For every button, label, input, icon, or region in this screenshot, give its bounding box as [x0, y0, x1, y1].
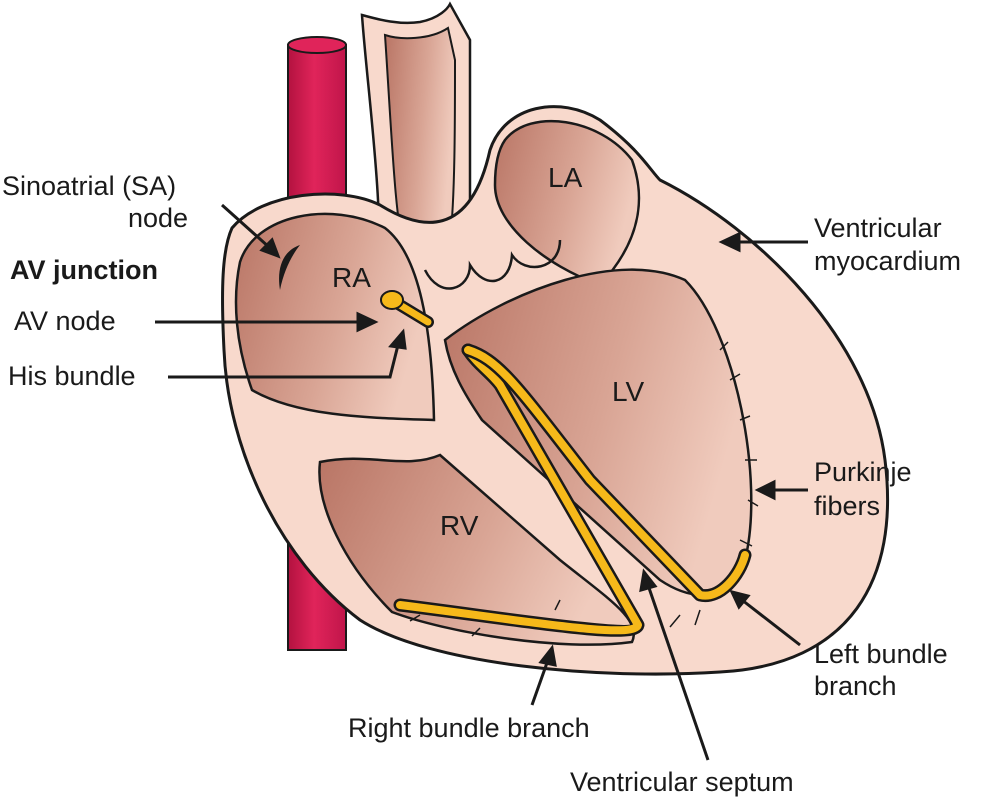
label-ra: RA	[332, 262, 371, 293]
label-right-bundle-branch: Right bundle branch	[348, 713, 590, 743]
label-purkinje-line2: fibers	[814, 491, 881, 521]
label-left-bundle-line2: branch	[814, 671, 897, 701]
label-his-bundle: His bundle	[8, 361, 136, 391]
label-ventricular-myocardium-line2: myocardium	[814, 246, 962, 276]
label-ventricular-myocardium-line1: Ventricular	[814, 213, 942, 243]
sa-node	[279, 245, 300, 290]
label-left-bundle-line1: Left bundle	[814, 639, 948, 669]
label-ventricular-septum: Ventricular septum	[570, 767, 794, 797]
label-purkinje-line1: Purkinje	[814, 457, 912, 487]
label-sa-node-line1: Sinoatrial (SA)	[2, 171, 177, 201]
label-av-junction: AV junction	[10, 255, 158, 285]
left-ventricle	[443, 268, 753, 596]
label-rv: RV	[440, 510, 479, 541]
label-lv: LV	[612, 376, 645, 407]
valve-cusps	[423, 239, 562, 290]
pointer-arrows	[155, 203, 808, 761]
label-av-node: AV node	[14, 306, 116, 336]
label-la: LA	[548, 162, 583, 193]
conduction-system	[380, 290, 752, 637]
right-ventricle	[318, 453, 635, 646]
label-sa-node-line2: node	[128, 203, 189, 233]
